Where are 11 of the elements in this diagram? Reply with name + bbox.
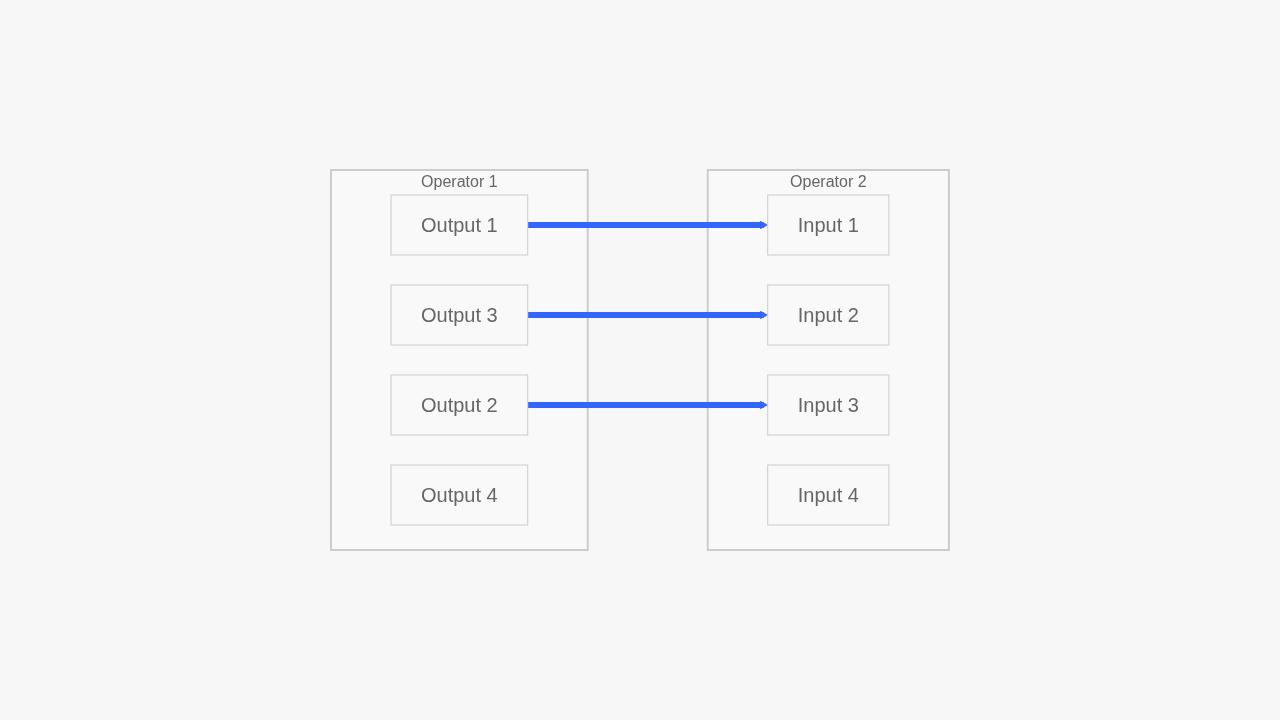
node-box: Output 2 — [390, 374, 529, 436]
node-box: Input 2 — [767, 284, 890, 346]
node-box: Input 4 — [767, 464, 890, 526]
node-box: Input 1 — [767, 194, 890, 256]
node-box: Output 3 — [390, 284, 529, 346]
node-box: Output 4 — [390, 464, 529, 526]
arrow — [527, 220, 769, 230]
arrow — [527, 310, 769, 320]
arrow — [527, 400, 769, 410]
node-box: Output 1 — [390, 194, 529, 256]
node-box: Input 3 — [767, 374, 890, 436]
